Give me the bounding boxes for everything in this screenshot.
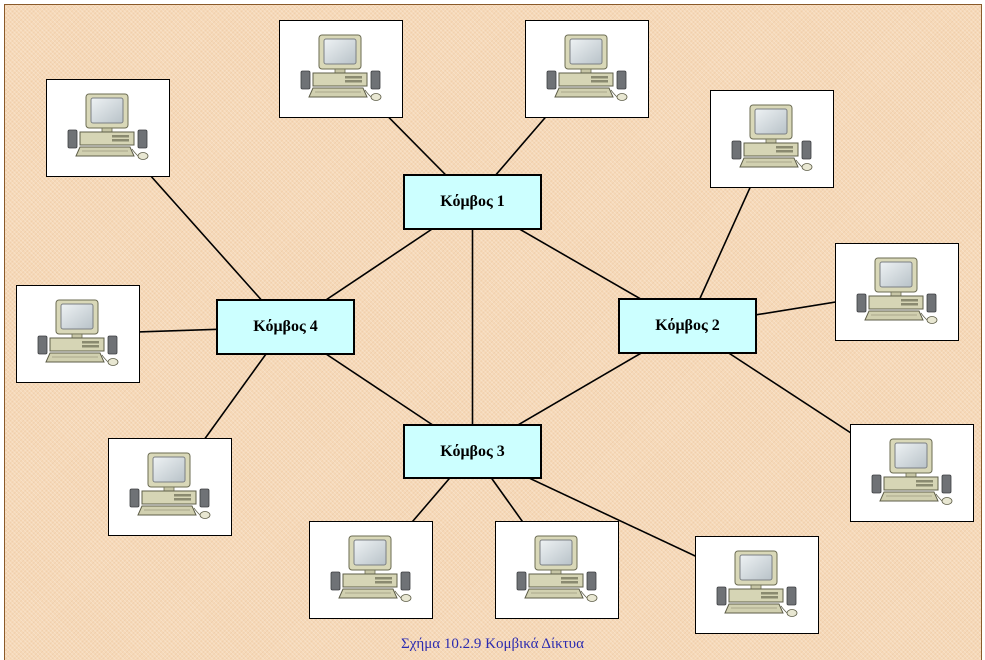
- computer-6: [710, 90, 834, 188]
- desktop-computer-icon: [330, 535, 412, 602]
- node-3-label: Κόμβος 3: [440, 442, 505, 460]
- node-2-label: Κόμβος 2: [655, 317, 720, 334]
- figure-caption: Σχήμα 10.2.9 Κομβικά Δίκτυα: [401, 636, 584, 652]
- node-4: Κόμβος 4: [216, 299, 355, 355]
- computer-1: [279, 20, 403, 118]
- computer-4: [16, 285, 140, 383]
- node-4-label: Κόμβος 4: [253, 318, 318, 335]
- node-1-label: Κόμβος 1: [440, 193, 505, 210]
- computer-5: [108, 438, 232, 536]
- desktop-computer-icon: [516, 535, 598, 602]
- node-2: Κόμβος 2: [618, 298, 757, 354]
- node-1: Κόμβος 1: [403, 174, 542, 230]
- node-3: Κόμβος 3: [403, 424, 542, 479]
- desktop-computer-icon: [67, 93, 149, 160]
- computer-8: [850, 424, 974, 522]
- desktop-computer-icon: [300, 34, 382, 101]
- desktop-computer-icon: [731, 104, 813, 171]
- computer-3: [46, 79, 170, 177]
- desktop-computer-icon: [871, 438, 953, 505]
- computer-7: [835, 243, 959, 341]
- computer-10: [495, 521, 619, 619]
- desktop-computer-icon: [37, 299, 119, 366]
- desktop-computer-icon: [716, 550, 798, 617]
- computer-9: [309, 521, 433, 619]
- desktop-computer-icon: [546, 34, 628, 101]
- desktop-computer-icon: [129, 452, 211, 519]
- computer-11: [695, 536, 819, 634]
- computer-2: [525, 20, 649, 118]
- desktop-computer-icon: [856, 257, 938, 324]
